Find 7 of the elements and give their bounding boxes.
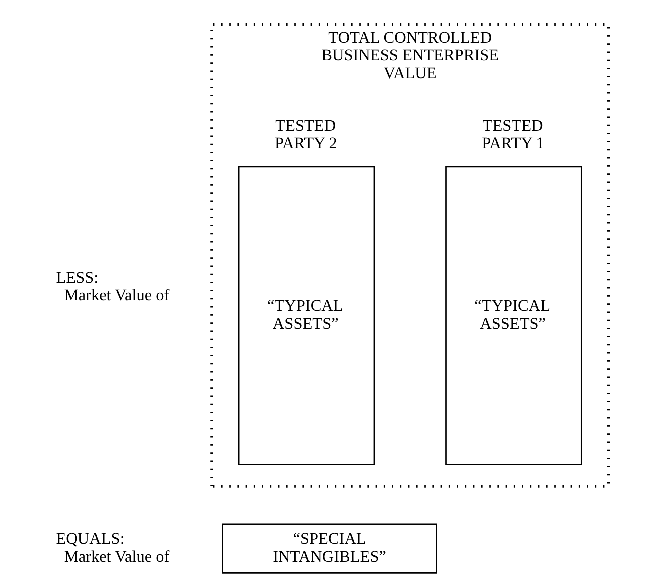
node-label: TESTED PARTY 1 [482,117,545,153]
node-label: TESTED PARTY 2 [274,117,338,153]
node-box: “TYPICAL ASSETS” [446,166,582,466]
node-box: “TYPICAL ASSETS” [238,166,376,466]
label: LESS: Market Value of [56,268,170,304]
label: EQUALS: Market Value of [56,530,170,566]
node-box: “SPECIAL INTANGIBLES” [222,524,438,574]
